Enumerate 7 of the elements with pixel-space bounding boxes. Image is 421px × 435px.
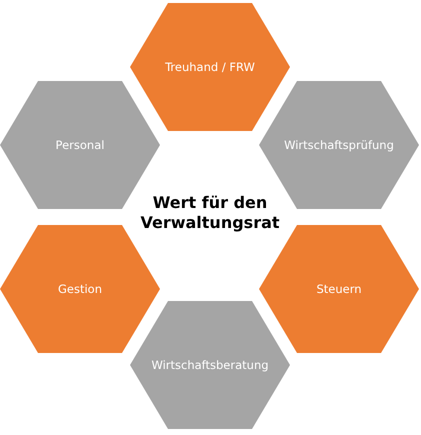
- hexagon-label: Gestion: [58, 282, 102, 296]
- hexagon-label: Wirtschaftsberatung: [151, 358, 269, 372]
- hexagon-label: Steuern: [316, 282, 362, 296]
- hexagon-label: Personal: [56, 138, 104, 152]
- hexagon-label: Wirtschaftsprüfung: [284, 138, 394, 152]
- hexagon-label: Treuhand / FRW: [165, 60, 255, 74]
- center-heading: Wert für den Verwaltungsrat: [139, 193, 281, 233]
